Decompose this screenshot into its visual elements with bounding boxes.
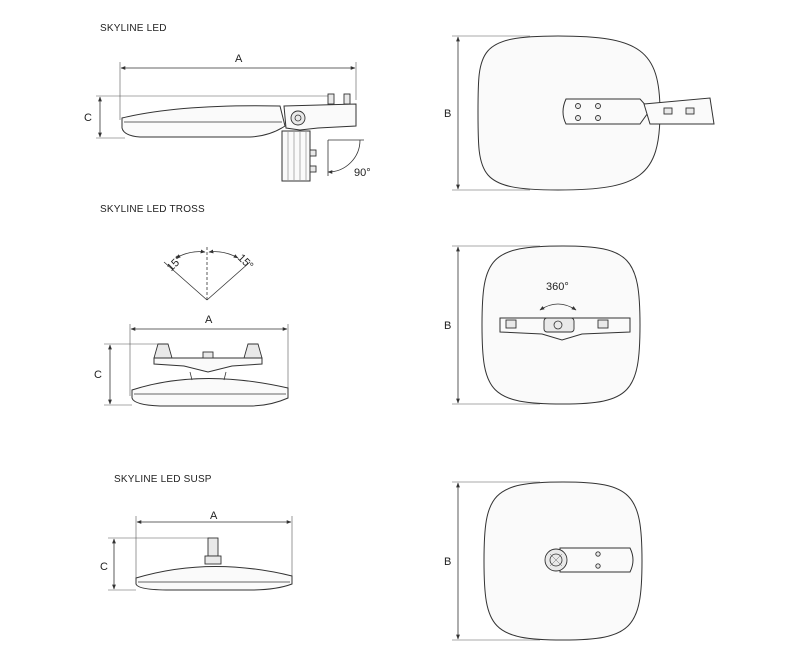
rotation-label: 360° xyxy=(546,281,569,293)
swing-right-label: 15° xyxy=(235,252,255,272)
dimension-a-label-tross: A xyxy=(205,314,213,326)
luminaire-body-susp xyxy=(135,565,293,591)
rotation-arc xyxy=(539,303,577,311)
title-skyline-led-susp: SKYLINE LED SUSP xyxy=(114,474,212,485)
tilt-angle-label: 90° xyxy=(354,167,371,179)
tilt-angle-arc xyxy=(327,139,361,174)
title-skyline-led: SKYLINE LED xyxy=(100,23,167,34)
side-entry-arm xyxy=(643,97,715,125)
dimension-c-label: C xyxy=(84,112,92,124)
pivot-joint xyxy=(290,110,306,126)
yoke-clamp-right xyxy=(243,343,263,359)
side-view-skyline-led-susp: A C xyxy=(100,510,293,591)
dimension-b-label-susp: B xyxy=(444,556,451,568)
suspension-plate xyxy=(559,547,634,573)
side-view-skyline-led: A C 90° xyxy=(84,53,371,182)
swing-arc-left xyxy=(175,249,206,259)
dimension-a-label: A xyxy=(235,53,243,65)
suspension-stem xyxy=(207,537,219,557)
title-skyline-led-tross: SKYLINE LED TROSS xyxy=(100,204,205,215)
dimension-c-label-tross: C xyxy=(94,369,102,381)
dimension-c-label-susp: C xyxy=(100,561,108,573)
swing-left-label: 15° xyxy=(165,254,185,274)
top-view-skyline-led-susp: B xyxy=(444,481,643,641)
top-view-skyline-led: B xyxy=(444,35,715,191)
swivel-hub xyxy=(543,317,575,333)
top-view-skyline-led-tross: B 360° xyxy=(444,245,641,405)
yoke-bracket xyxy=(153,357,263,373)
dimension-b-label: B xyxy=(444,108,451,120)
swing-arc-right xyxy=(208,249,239,259)
luminaire-body-tross xyxy=(131,377,289,407)
yoke-clamp-left xyxy=(153,343,173,359)
dimension-b-label-tross: B xyxy=(444,320,451,332)
bracket-plate xyxy=(562,98,651,125)
luminaire-body xyxy=(121,105,286,138)
pole-spigot xyxy=(281,130,311,182)
dimension-a-label-susp: A xyxy=(210,510,218,522)
side-view-skyline-led-tross: A C xyxy=(94,314,289,407)
swing-indicator: 15° 15° xyxy=(163,246,255,301)
